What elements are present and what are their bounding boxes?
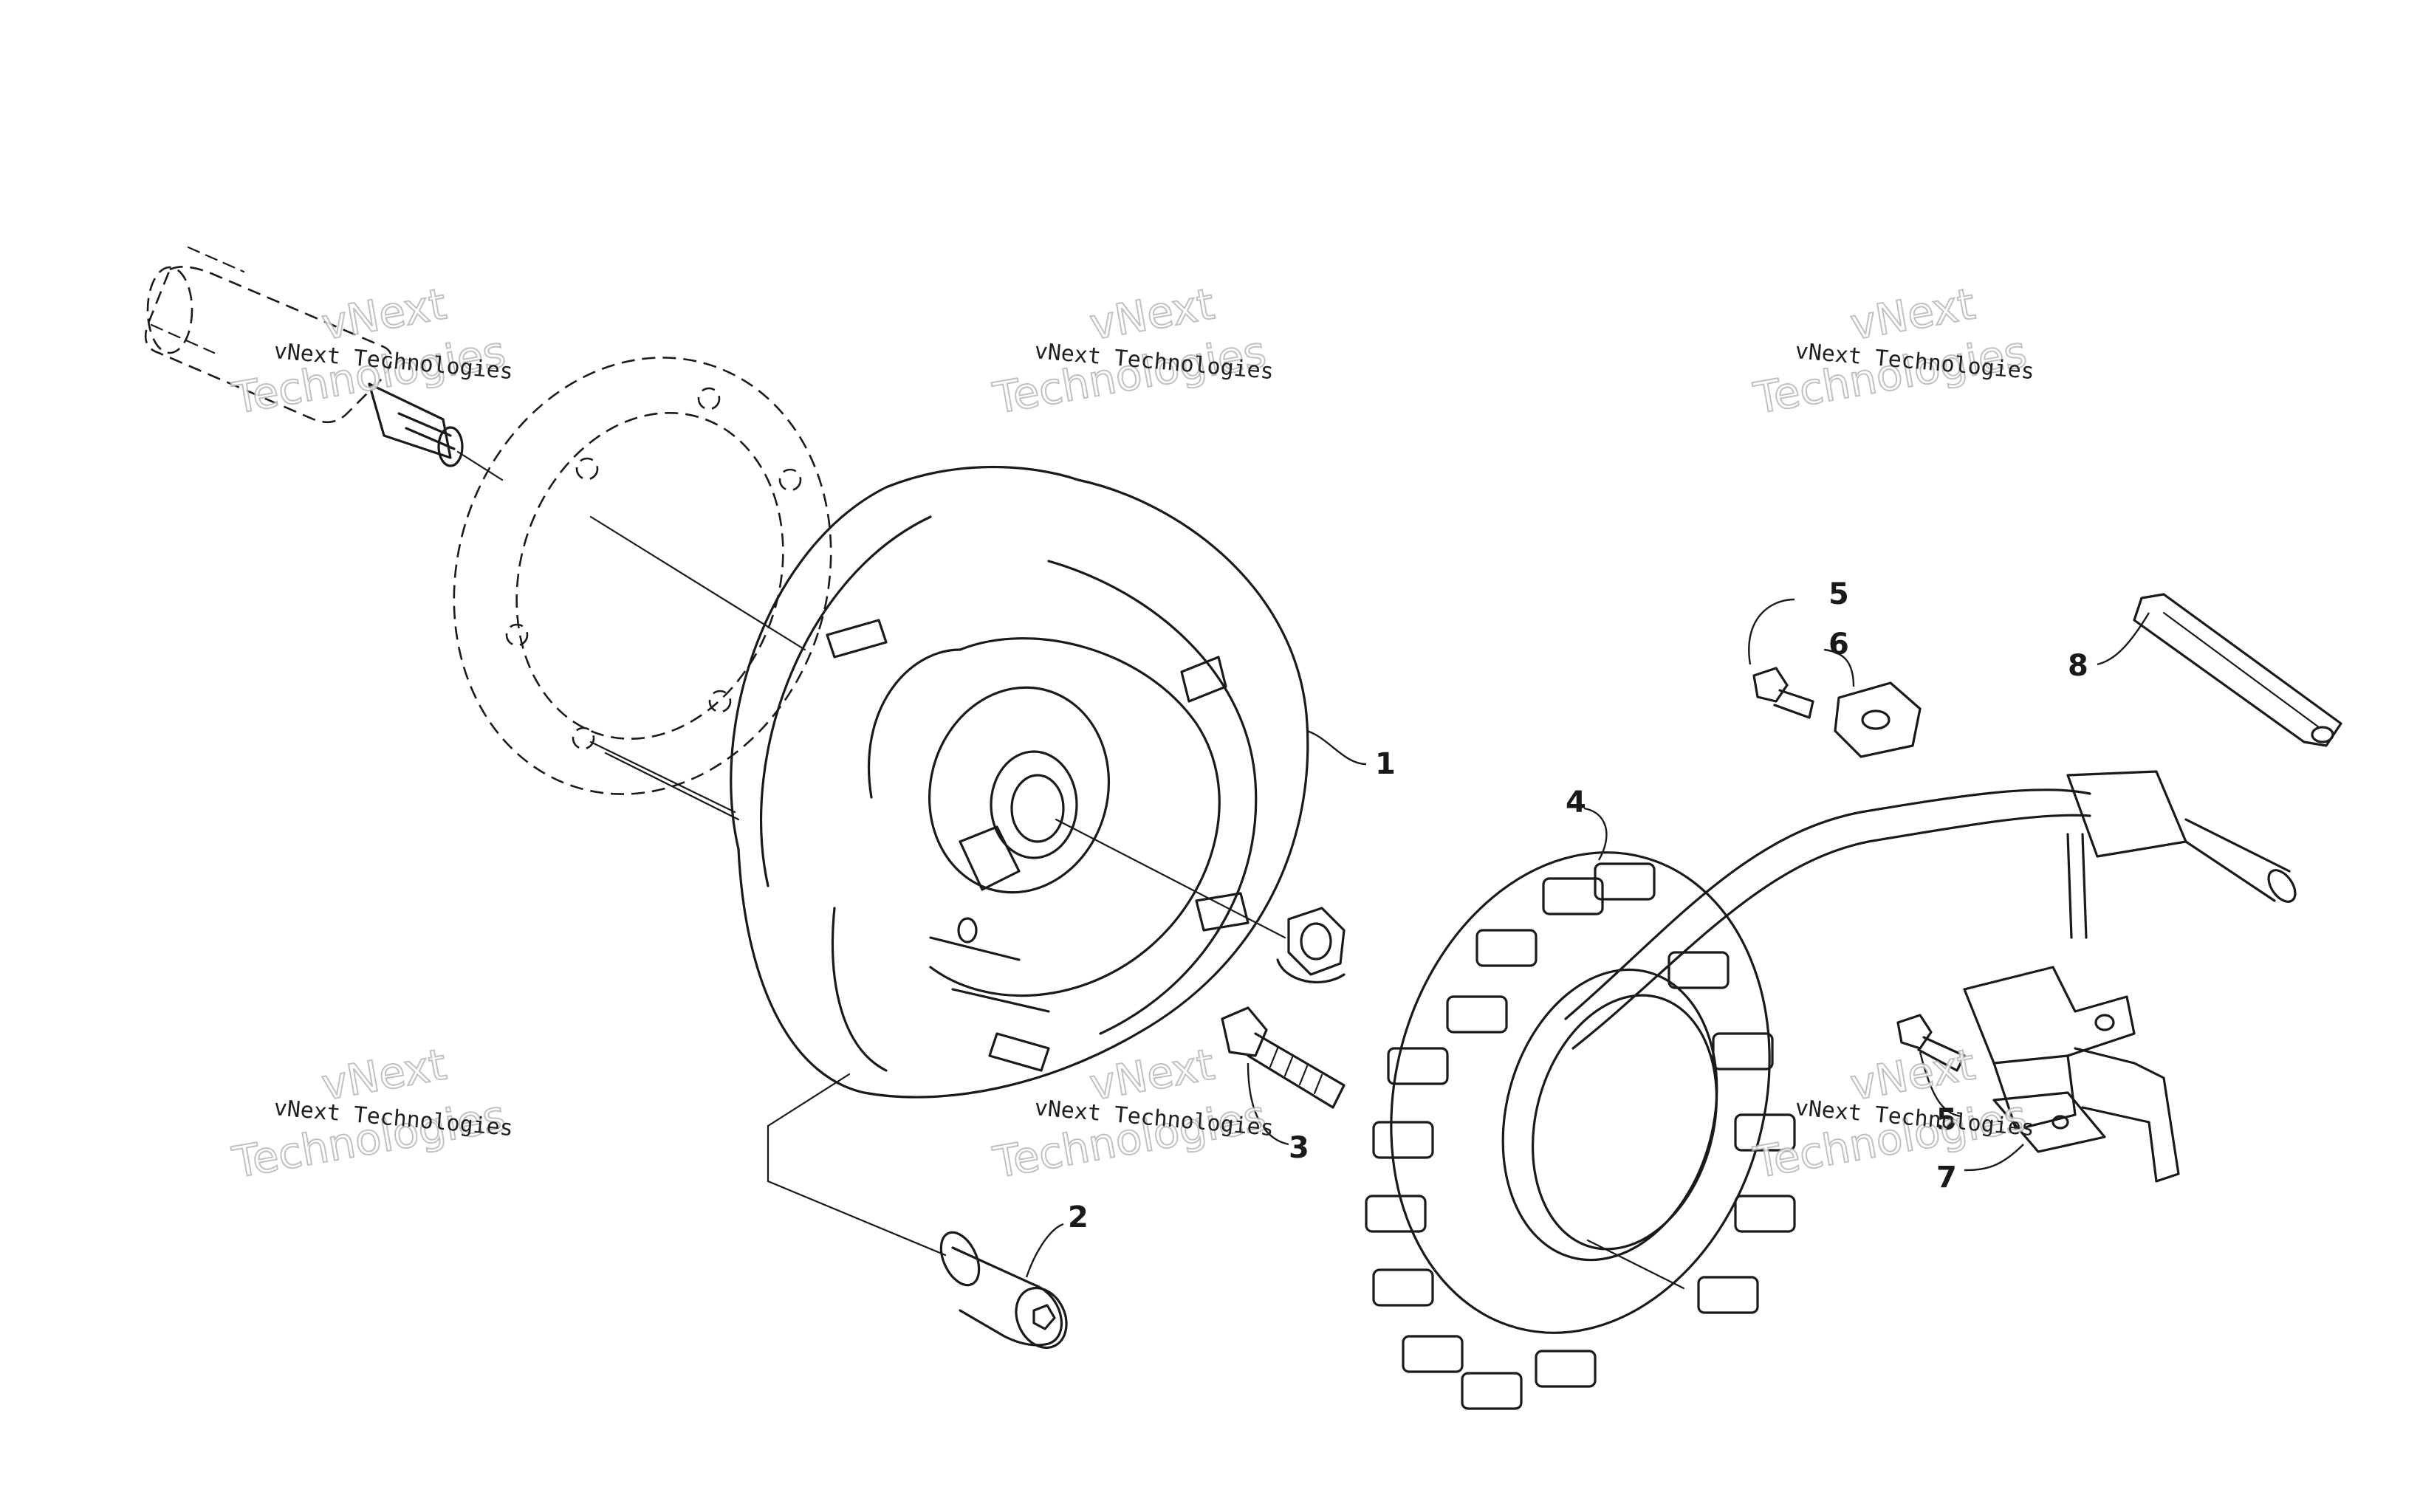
callout-3: 3 <box>1289 1131 1309 1165</box>
flange-nut <box>1276 907 1346 983</box>
callout-4: 4 <box>1566 786 1586 819</box>
stator-poles <box>1365 862 1796 1410</box>
callout-6: 6 <box>1828 628 1849 662</box>
mounting-ring-reference <box>453 357 832 814</box>
screw-and-retainer <box>1752 667 1922 758</box>
watermark-bottom-left: vNext Technologies vNext Technologies <box>228 1038 515 1189</box>
callouts: 1 2 3 4 5 6 8 5 7 <box>1025 577 2150 1278</box>
watermark-top-right: vNext Technologies vNext Technologies <box>1749 278 2036 425</box>
watermark-line1: vNext <box>1847 1039 1979 1110</box>
crankshaft-reference <box>144 246 504 481</box>
callout-2: 2 <box>1068 1200 1089 1234</box>
watermark-line1: vNext <box>318 1039 450 1110</box>
callout-8: 8 <box>2068 649 2088 683</box>
watermark-top-left: vNext Technologies vNext Technologies <box>228 278 515 425</box>
flywheel-rotor <box>604 465 1309 1099</box>
socket-head-screw <box>767 1073 1068 1349</box>
callout-1: 1 <box>1375 747 1396 781</box>
pickup-coil-assembly <box>1896 966 2180 1183</box>
callout-5-top: 5 <box>1828 577 1849 611</box>
stator <box>1365 851 1796 1410</box>
watermark-bottom-center: vNext Technologies vNext Technologies <box>989 1038 1275 1189</box>
watermark-top-center: vNext Technologies vNext Technologies <box>989 278 1275 425</box>
stator-bolt <box>1221 1006 1346 1109</box>
wire-clamp-strap <box>2133 593 2342 747</box>
callout-7: 7 <box>1936 1161 1957 1195</box>
callout-5-bottom: 5 <box>1936 1103 1957 1137</box>
stator-wire-harness <box>1564 770 2297 1050</box>
